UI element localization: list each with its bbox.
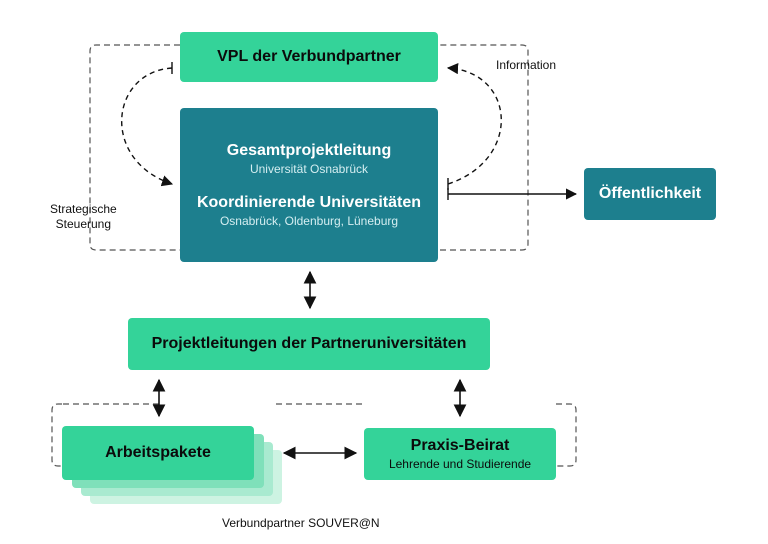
coordinating-sub: Osnabrück, Oldenburg, Lüneburg <box>219 214 399 228</box>
top-group-frame <box>89 44 529 251</box>
overall-lead-title: Gesamtprojektleitung <box>226 142 392 159</box>
vpl-box: VPL der Verbundpartner <box>180 32 438 82</box>
public-box: Öffentlichkeit <box>584 168 716 220</box>
work-packages-box: Arbeitspakete <box>62 426 254 480</box>
bottom-group-frame <box>51 403 577 467</box>
vpl-title: VPL der Verbundpartner <box>217 48 401 65</box>
work-packages-title: Arbeitspakete <box>105 444 211 461</box>
information-arrow <box>446 63 502 185</box>
coordination-box: Gesamtprojektleitung Universität Osnabrü… <box>180 108 438 262</box>
footer-label: Verbundpartner SOUVER@N <box>222 516 380 530</box>
advisory-box: Praxis-Beirat Lehrende und Studierende <box>364 428 556 480</box>
overall-lead-sub: Universität Osnabrück <box>249 162 369 176</box>
partners-title: Projektleitungen der Partneruniversitäte… <box>151 335 467 352</box>
public-title: Öffentlichkeit <box>598 185 702 202</box>
strategic-arrow <box>121 67 174 187</box>
strategic-label: Strategische Steuerung <box>50 202 117 231</box>
information-label: Information <box>496 58 557 72</box>
advisory-title: Praxis-Beirat <box>410 437 510 454</box>
coordinating-title: Koordinierende Universitäten <box>196 194 422 211</box>
advisory-sub: Lehrende und Studierende <box>388 457 532 471</box>
partners-box: Projektleitungen der Partneruniversitäte… <box>128 318 490 370</box>
